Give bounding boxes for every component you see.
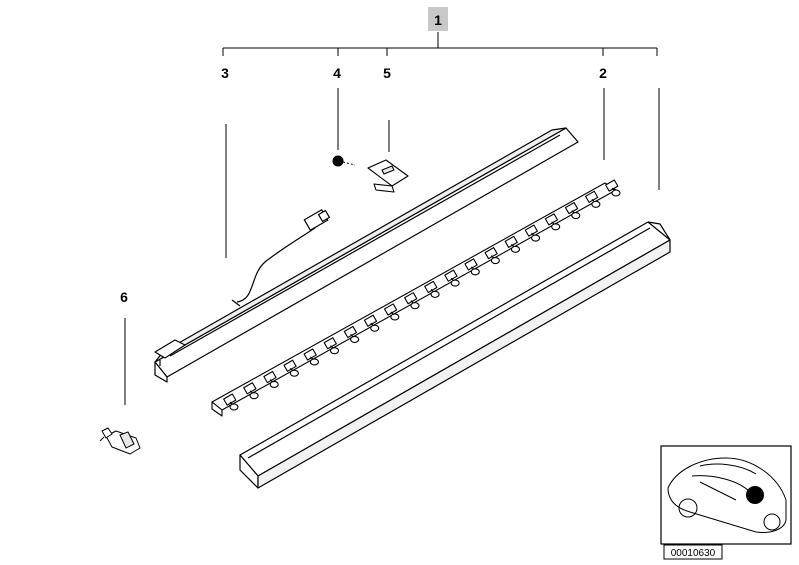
- callout-bracket: [222, 32, 658, 56]
- led-socket: [504, 235, 521, 253]
- led-socket: [484, 247, 500, 265]
- reference-number-text: 00010630: [671, 548, 716, 559]
- led-socket: [383, 303, 400, 321]
- led-strip-part[interactable]: [211, 179, 621, 417]
- callout-3[interactable]: 3: [221, 65, 229, 81]
- led-socket: [263, 370, 279, 389]
- led-socket: [343, 325, 360, 343]
- led-socket: [524, 224, 541, 242]
- led-socket: [303, 348, 319, 366]
- bulb-part[interactable]: [99, 427, 141, 455]
- wire-connector[interactable]: [231, 208, 331, 307]
- callout-5[interactable]: 5: [383, 65, 391, 81]
- callout-box-1: [428, 7, 448, 31]
- leader-lines: [124, 88, 660, 405]
- led-socket: [363, 314, 380, 332]
- car-outline: [667, 457, 787, 533]
- car-location-inset: [660, 445, 792, 545]
- lens-cover-part[interactable]: [239, 221, 671, 489]
- reference-box: [663, 544, 723, 560]
- callout-1[interactable]: 1: [434, 12, 442, 28]
- location-marker: [746, 486, 764, 504]
- screw-part[interactable]: [332, 155, 356, 167]
- led-socket: [544, 213, 561, 231]
- led-socket: [464, 258, 480, 276]
- led-socket: [424, 280, 440, 298]
- clip-part[interactable]: [367, 159, 409, 193]
- led-socket: [404, 292, 420, 310]
- callout-6[interactable]: 6: [120, 289, 128, 305]
- led-socket: [283, 359, 299, 377]
- led-socket: [223, 393, 239, 411]
- led-socket: [585, 190, 601, 208]
- lamp-housing-part[interactable]: [154, 127, 579, 383]
- callout-2[interactable]: 2: [599, 65, 607, 81]
- led-sockets: [223, 179, 621, 411]
- led-socket: [323, 337, 340, 355]
- led-socket: [444, 269, 460, 287]
- led-socket: [564, 202, 581, 220]
- led-socket: [243, 382, 259, 400]
- callout-4[interactable]: 4: [333, 65, 341, 81]
- led-socket: [605, 179, 621, 197]
